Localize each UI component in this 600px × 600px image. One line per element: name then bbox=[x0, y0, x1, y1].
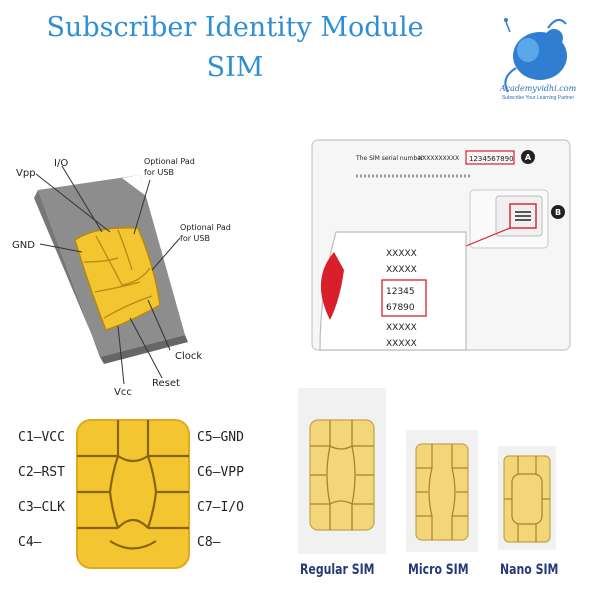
page-subtitle: SIM bbox=[206, 52, 264, 83]
label-gnd: GND bbox=[12, 240, 35, 251]
label-optional-usb-1-line1: Optional Pad bbox=[144, 157, 195, 166]
sim-card-front: The SIM serial number XXXXXXXXXX 1234567… bbox=[311, 139, 571, 351]
perspective-chip bbox=[74, 227, 161, 331]
page-title: Subscriber Identity Module bbox=[46, 12, 424, 43]
serial-highlight bbox=[465, 150, 515, 165]
logo-tagline: Subscribe Your Learning Partner bbox=[501, 95, 575, 101]
svg-text:XXXXXXXXXX: XXXXXXXXXX bbox=[418, 155, 459, 162]
pin-c2-label: C2–RST bbox=[18, 465, 65, 480]
pinout-chip bbox=[76, 419, 190, 569]
label-optional-usb-2-line2: for USB bbox=[180, 234, 210, 243]
label-optional-usb-1-line2: for USB bbox=[144, 168, 174, 177]
highlight-row-1: 12345 bbox=[386, 287, 415, 297]
pin-c4-label: C4– bbox=[18, 535, 42, 550]
marker-a bbox=[521, 150, 535, 164]
highlight-row-2: 67890 bbox=[386, 303, 415, 313]
logo-text: Academyvidhi.com bbox=[499, 84, 577, 93]
marker-b bbox=[551, 205, 565, 219]
bottom-row-1: XXXXX bbox=[386, 323, 417, 333]
masked-row-2: XXXXX bbox=[386, 265, 417, 275]
nano-sim-label: Nano SIM bbox=[500, 562, 559, 578]
label-reset: Reset bbox=[152, 378, 180, 389]
label-io: I/O bbox=[54, 158, 68, 169]
masked-row-1: XXXXX bbox=[386, 249, 417, 259]
micro-sim bbox=[406, 430, 478, 552]
pin-c8-label: C8– bbox=[197, 535, 221, 550]
red-logo-shape bbox=[320, 252, 344, 320]
nano-sim bbox=[498, 446, 556, 550]
serial-caption: The SIM serial number bbox=[355, 155, 424, 162]
pin-c1-label: C1–VCC bbox=[18, 430, 65, 445]
perspective-sim-card bbox=[34, 175, 188, 364]
micro-sim-label: Micro SIM bbox=[408, 562, 469, 578]
pin-c5-label: C5–GND bbox=[197, 430, 244, 445]
label-vpp: Vpp bbox=[16, 168, 36, 179]
inset-highlight bbox=[381, 279, 427, 317]
pin-c6-label: C6–VPP bbox=[197, 465, 244, 480]
marker-a-label: A bbox=[525, 153, 532, 162]
label-vcc: Vcc bbox=[114, 387, 132, 398]
mouse-logo-icon bbox=[504, 18, 567, 93]
serial-number: 1234567890 bbox=[469, 155, 514, 163]
mini-highlight bbox=[509, 203, 537, 229]
regular-sim bbox=[298, 388, 386, 554]
leader-lines bbox=[35, 165, 181, 385]
pin-c3-label: C3–CLK bbox=[18, 500, 65, 515]
pin-c7-label: C7–I/O bbox=[197, 500, 244, 515]
bottom-row-2: XXXXX bbox=[386, 339, 417, 349]
marker-b-label: B bbox=[555, 208, 561, 217]
regular-sim-label: Regular SIM bbox=[300, 562, 375, 578]
label-clock: Clock bbox=[175, 351, 202, 362]
label-optional-usb-2-line1: Optional Pad bbox=[180, 223, 231, 232]
